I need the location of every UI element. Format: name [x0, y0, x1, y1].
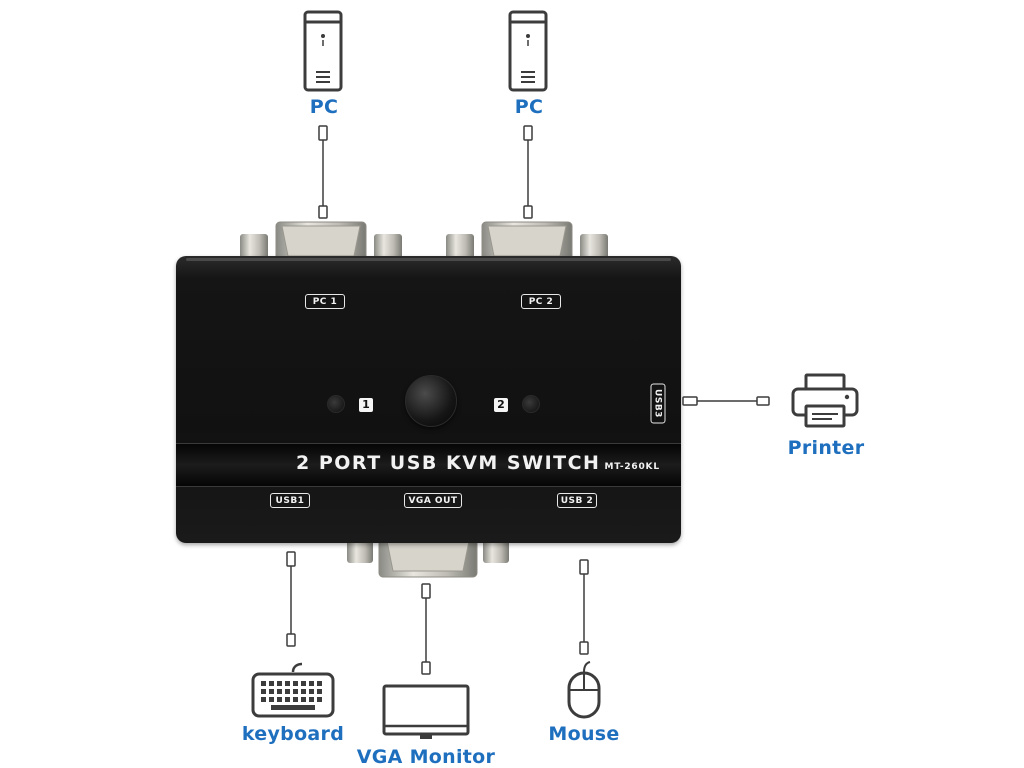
keyboard-icon: [251, 662, 335, 718]
pc1-port-label: PC 1: [305, 294, 345, 309]
printer-icon: [791, 373, 859, 428]
pc-tower-icon: [508, 10, 548, 92]
mouse-cable: [579, 559, 589, 655]
monitor-icon: [382, 684, 470, 739]
pc-right-cable: [523, 125, 533, 219]
led-2: [522, 395, 540, 413]
usb1-port-label: USB1: [270, 493, 310, 508]
port-badge-1: 1: [359, 398, 373, 412]
port-badge-2: 2: [494, 398, 508, 412]
vga-out-port: [347, 535, 509, 578]
vga-in-port-2: [446, 221, 608, 262]
usb3-port-label: USB3: [650, 383, 666, 424]
kvm-top-edge: [186, 258, 671, 261]
pc-left-label: PC: [309, 96, 339, 118]
printer-cable: [682, 396, 770, 406]
printer-label: Printer: [787, 437, 865, 459]
monitor-label: VGA Monitor: [356, 746, 496, 768]
usb2-port-label: USB 2: [557, 493, 597, 508]
pc-tower-icon: [303, 10, 343, 92]
kvm-model: MT-260KL: [604, 462, 660, 472]
keyboard-cable: [286, 551, 296, 647]
vga-out-port-label: VGA OUT: [404, 493, 462, 508]
mouse-label: Mouse: [548, 723, 620, 745]
led-1: [327, 395, 345, 413]
kvm-title-text: 2 PORT USB KVM SWITCH: [296, 452, 601, 474]
kvm-title-band: [176, 443, 681, 487]
pc2-port-label: PC 2: [521, 294, 561, 309]
pc-right-label: PC: [514, 96, 544, 118]
pc-left-cable: [318, 125, 328, 219]
keyboard-label: keyboard: [241, 723, 345, 745]
monitor-cable: [421, 583, 431, 675]
mouse-icon: [567, 661, 601, 719]
switch-button[interactable]: [405, 375, 457, 427]
